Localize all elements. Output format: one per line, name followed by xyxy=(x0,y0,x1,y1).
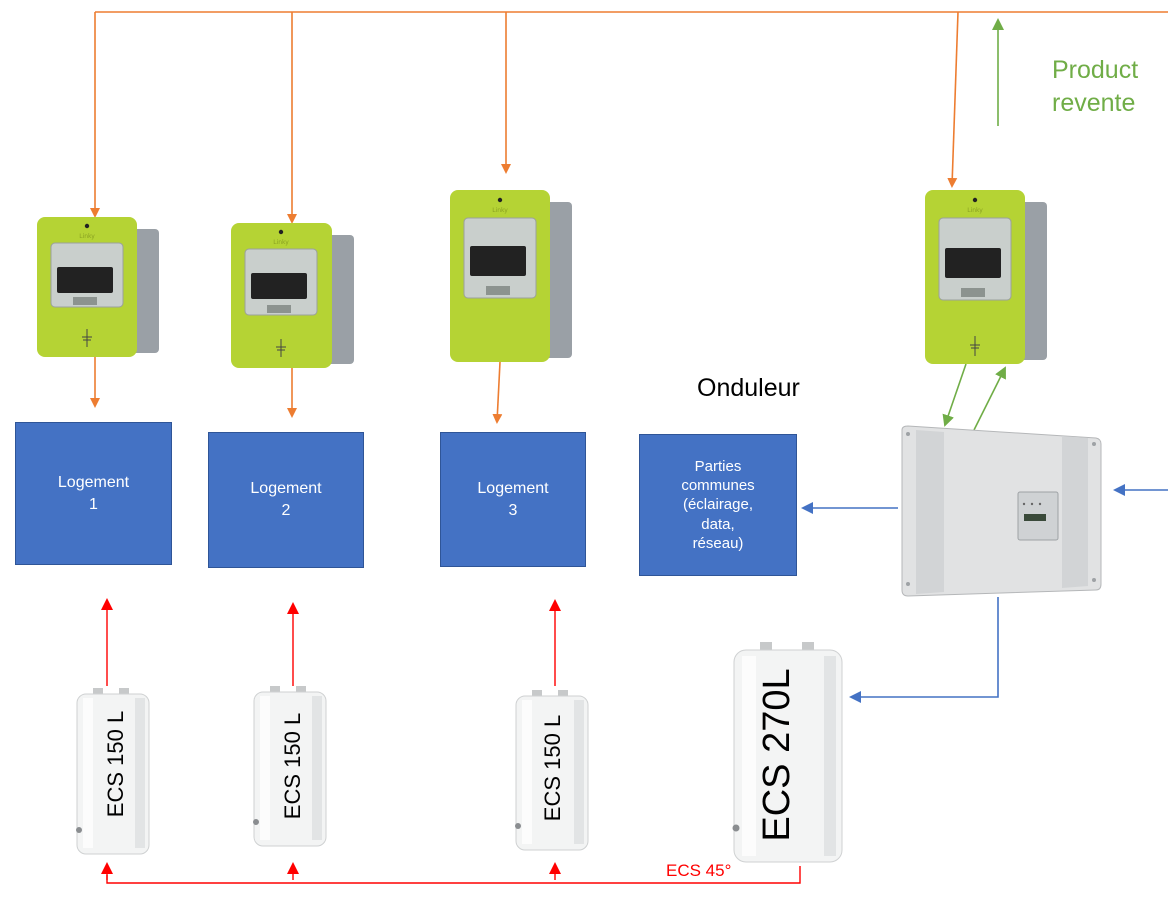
tank-label: ECS 150 L xyxy=(103,710,128,818)
meter-brand: Linky xyxy=(492,207,508,214)
water-heater-tank xyxy=(515,690,589,851)
inverter-unit xyxy=(901,425,1102,597)
water-heater-tank xyxy=(732,642,843,863)
unit-label: Logement 2 xyxy=(250,480,322,519)
hot-water-lines xyxy=(101,598,801,884)
common-areas-label: Parties communes (éclairage, data, résea… xyxy=(681,458,755,552)
tank-label: ECS 270L xyxy=(756,668,798,842)
hot-water-label: ECS 45° xyxy=(666,861,732,880)
production-lines xyxy=(942,18,1006,431)
unit-box-3: Logement 3 xyxy=(440,432,586,567)
grid-supply-lines xyxy=(90,11,1168,424)
unit-label: Logement 3 xyxy=(477,479,549,519)
electric-meter: Linky xyxy=(925,190,1047,364)
meter-brand: Linky xyxy=(79,233,95,240)
unit-box-2: Logement 2 xyxy=(208,432,364,568)
unit-label: Logement 1 xyxy=(57,473,130,513)
unit-box-1: Logement 1 xyxy=(15,422,172,565)
tank-label: ECS 150 L xyxy=(540,714,565,822)
tank-label: ECS 150 L xyxy=(280,712,305,820)
water-heater-tank xyxy=(76,688,150,855)
common-areas-box: Parties communes (éclairage, data, résea… xyxy=(639,434,797,576)
inverter-label: Onduleur xyxy=(697,374,800,402)
meter-brand: Linky xyxy=(273,239,289,246)
water-heater-tank xyxy=(253,686,327,847)
electric-meter: Linky xyxy=(450,190,572,362)
electric-meter: Linky xyxy=(231,223,354,368)
inverter-power-lines xyxy=(801,484,1168,703)
electric-meter: Linky xyxy=(37,217,159,357)
meter-brand: Linky xyxy=(967,207,983,214)
production-label: Product revente xyxy=(1052,56,1139,117)
